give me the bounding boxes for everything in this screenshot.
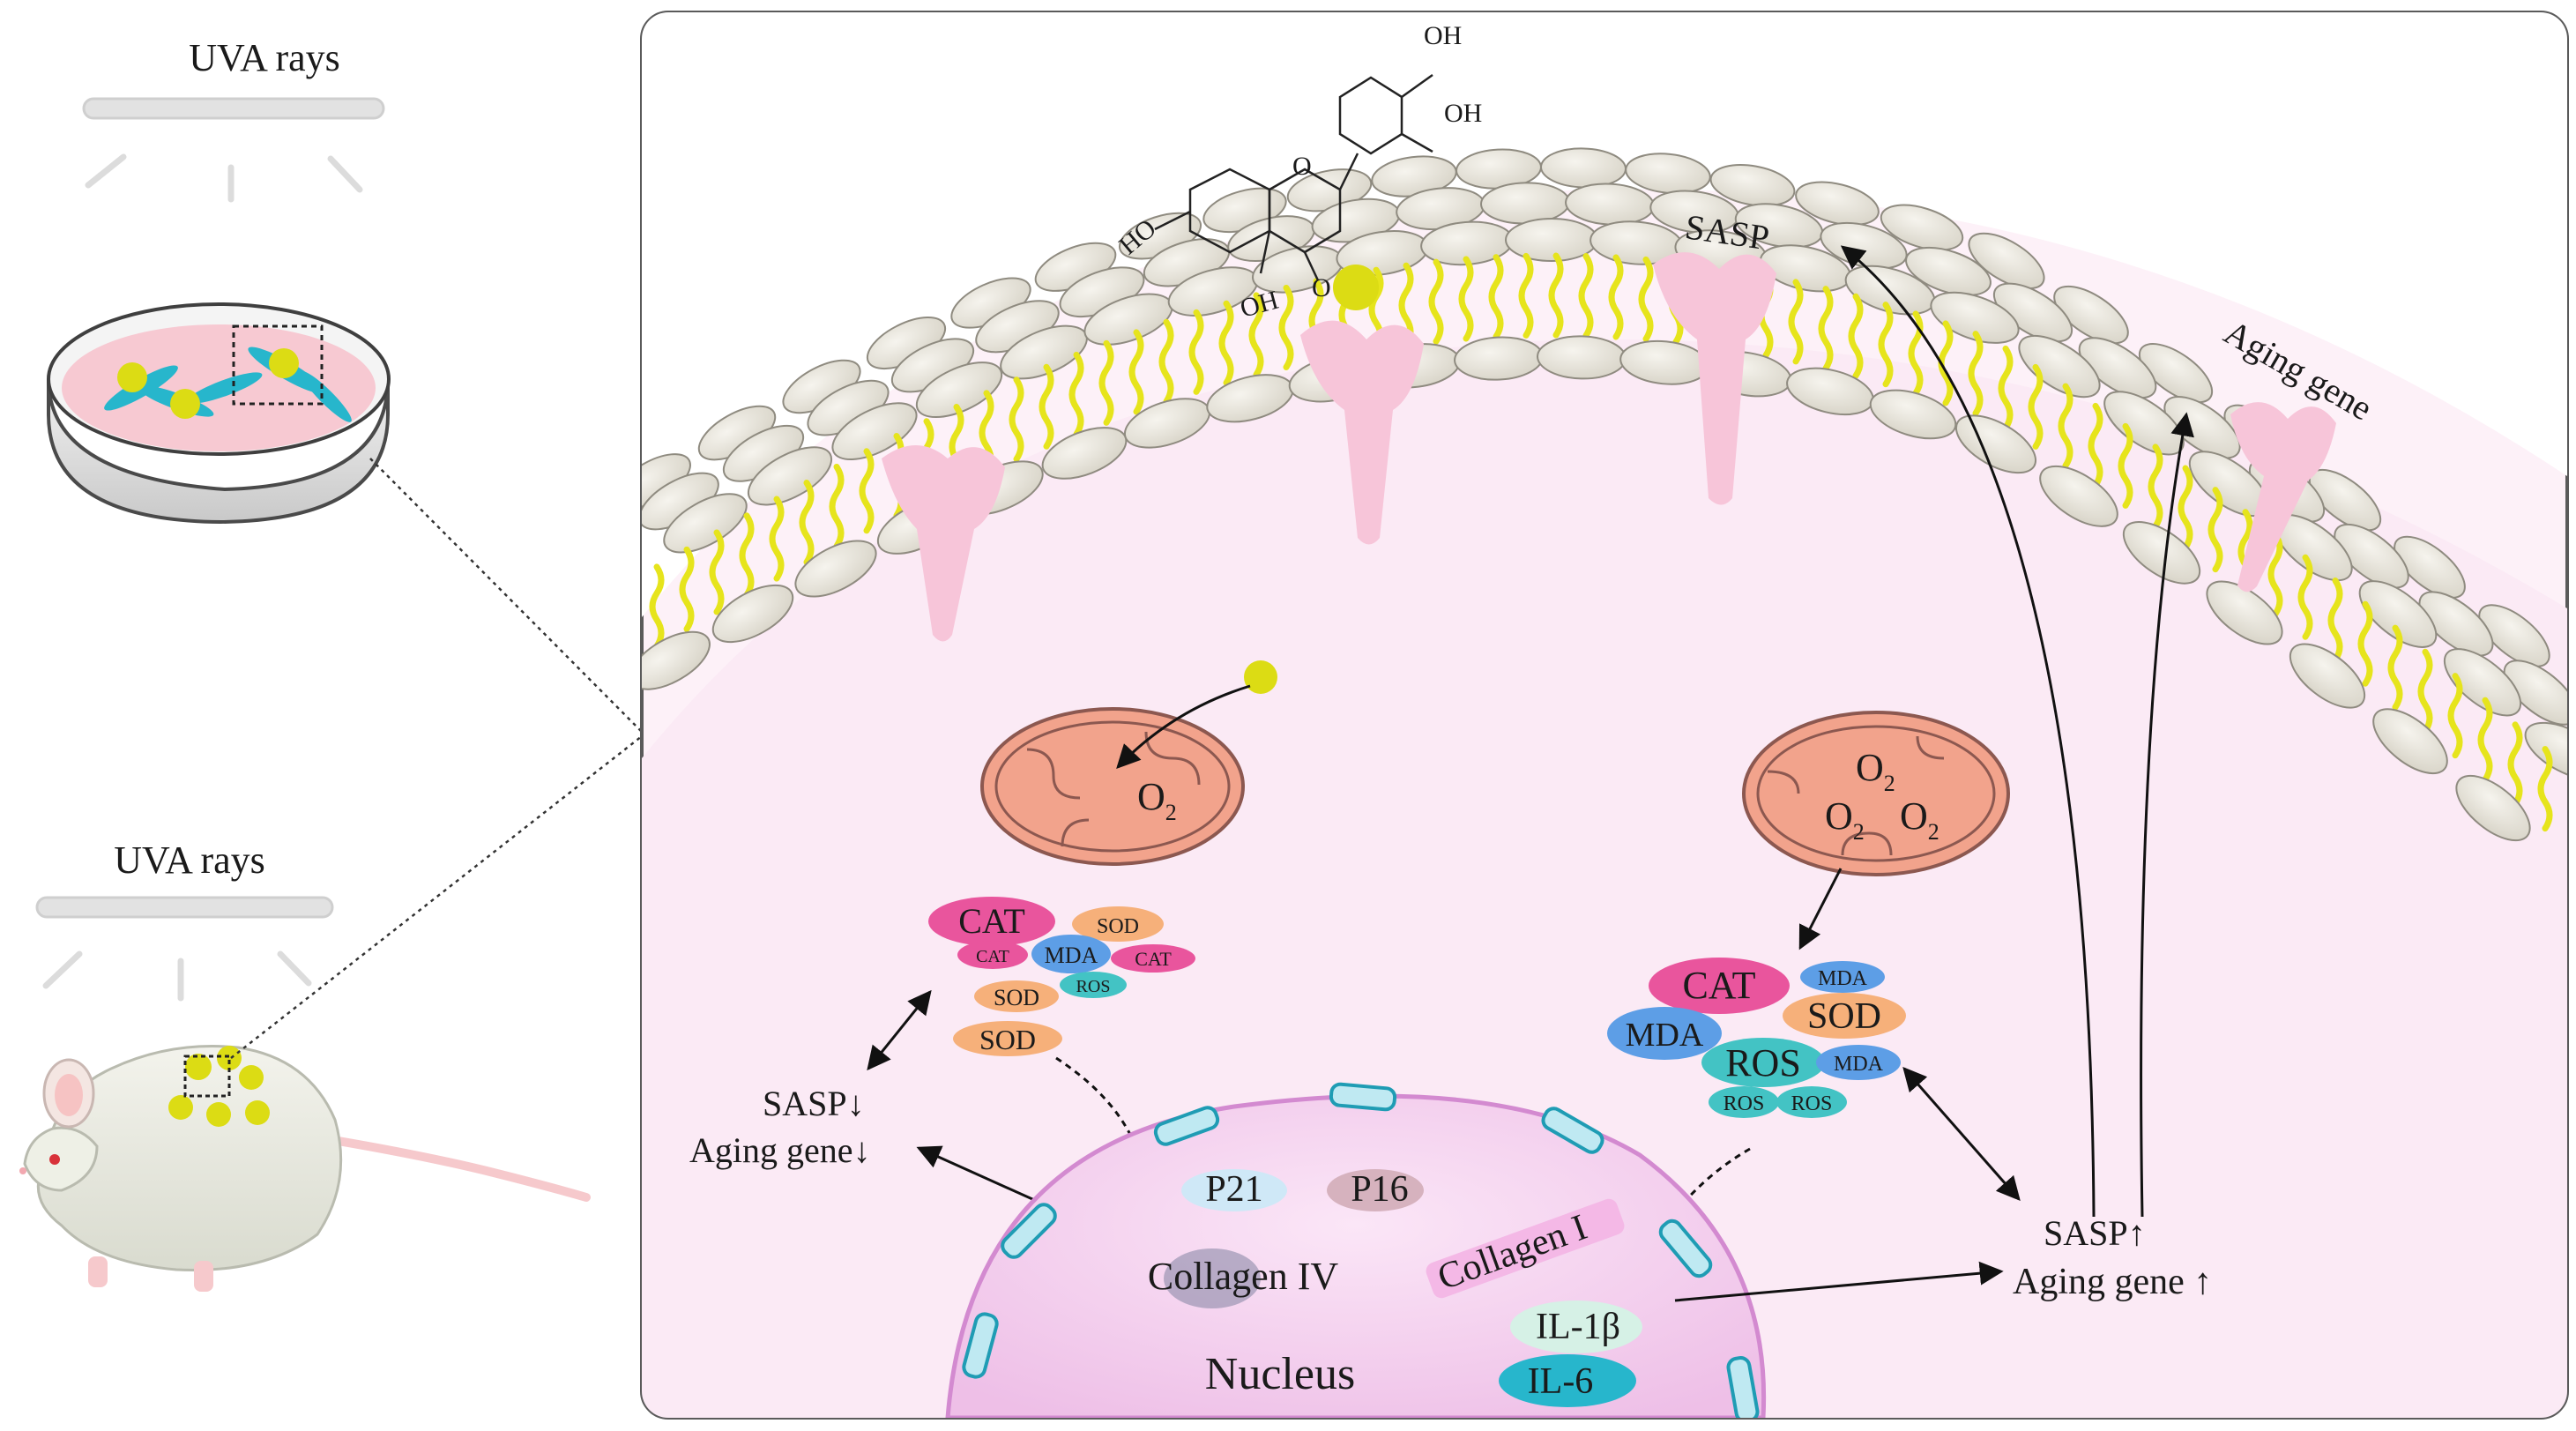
right-cat: CAT [1682,964,1755,1007]
right-sod: SOD [1807,996,1881,1037]
uva-label-bottom: UVA rays [114,838,265,882]
molecule-ring-o: O [1292,152,1312,181]
molecule-oh-top: OH [1424,21,1462,50]
arrow-sasp-up-to-membrane [1840,245,2096,1218]
nucleus-collagen-iv: Collagen IV [1148,1255,1339,1298]
mito-right-o2-c: O2 [1900,794,1939,845]
membrane-receptors [882,252,2336,642]
molecule-oh-mid: OH [1444,99,1482,128]
nucleus-il1b: IL-1β [1536,1307,1620,1347]
mitochondrion-left: O2 [980,707,1245,866]
nucleus-il6: IL-6 [1528,1361,1594,1402]
cell-panel: OH OH HO OH O O SASP Aging gene O2 [640,11,2569,1420]
right-mda-2: MDA [1626,1017,1704,1054]
right-protein-cluster: CAT MDA SOD MDA ROS MDA ROS ROS [1607,958,1906,1118]
arrow-nucleus-to-aging-up [1674,1261,2004,1302]
arrow-aging-up-to-membrane [2140,412,2194,1218]
zoom-connectors [230,458,643,1059]
right-ros-small-1: ROS [1724,1092,1765,1115]
arrow-dot-to-mito [1116,684,1251,769]
uva-lamp-bottom: UVA rays [35,838,334,1002]
mouse-flavonoid-dots [168,1046,270,1127]
mouse [19,1045,591,1292]
left-sasp-down: SASP↓ [763,1084,865,1123]
left-cat-big: CAT [958,901,1025,941]
receptor-4 [2230,402,2336,593]
dish-zoom-box [232,324,324,406]
nuclear-pores [962,1082,1760,1418]
arrow-cluster-sasp-left [867,989,932,1071]
left-cat-small-1: CAT [976,947,1009,966]
nucleus-p16: P16 [1351,1169,1408,1210]
left-ros: ROS [1076,977,1111,996]
left-mda: MDA [1045,943,1098,968]
nucleus-label: Nucleus [1205,1349,1355,1399]
mito-right-o2-a: O2 [1856,746,1895,796]
receptor-1 [882,445,1005,642]
mito-right-o2-b: O2 [1825,794,1865,845]
right-aging-gene-up: Aging gene ↑ [2013,1262,2212,1302]
right-sasp-up: SASP↑ [2044,1213,2146,1253]
right-mda-3: MDA [1834,1053,1884,1076]
nucleus-p21: P21 [1205,1169,1262,1210]
left-protein-cluster: CAT SOD CAT MDA CAT ROS SOD SOD [928,897,1195,1056]
molecule-carbonyl-o: O [1312,273,1331,302]
left-sod-2: SOD [994,985,1039,1010]
mito-left-o2: O2 [1137,775,1177,825]
arrow-cluster-sasp-right [1902,1066,2021,1202]
arrow-mito-to-cluster-right [1798,868,1843,950]
left-sod-3: SOD [979,1024,1036,1055]
cell-membrane [642,147,2567,842]
right-ros-small-2: ROS [1791,1092,1833,1115]
right-ros-big: ROS [1725,1041,1801,1084]
flavonoid-dot-membrane [1333,265,1379,310]
receptor-2 [1300,320,1424,545]
left-aging-gene-down: Aging gene↓ [689,1130,871,1170]
dish-flavonoid-dots [117,348,299,419]
receptor-3 [1653,252,1776,505]
right-mda-1: MDA [1818,967,1868,990]
left-panel: UVA rays [19,36,643,1292]
mouse-eye [49,1154,60,1165]
uva-lamp-top: UVA rays [82,36,385,203]
nucleus: P21 P16 Collagen IV Collagen I IL-1β IL-… [945,1082,1767,1418]
flavonoid-molecule [1154,73,1433,281]
flavonoid-dot-cytoplasm [1244,660,1277,694]
mouse-zoom-box [183,1055,231,1098]
left-cat-big-shape [928,897,1055,946]
petri-dish [47,302,391,525]
left-sod-1: SOD [1097,915,1139,938]
left-cat-small-2: CAT [1135,948,1172,970]
mitochondrion-right: O2 O2 O2 [1742,711,2010,876]
uva-label-top: UVA rays [189,36,340,79]
